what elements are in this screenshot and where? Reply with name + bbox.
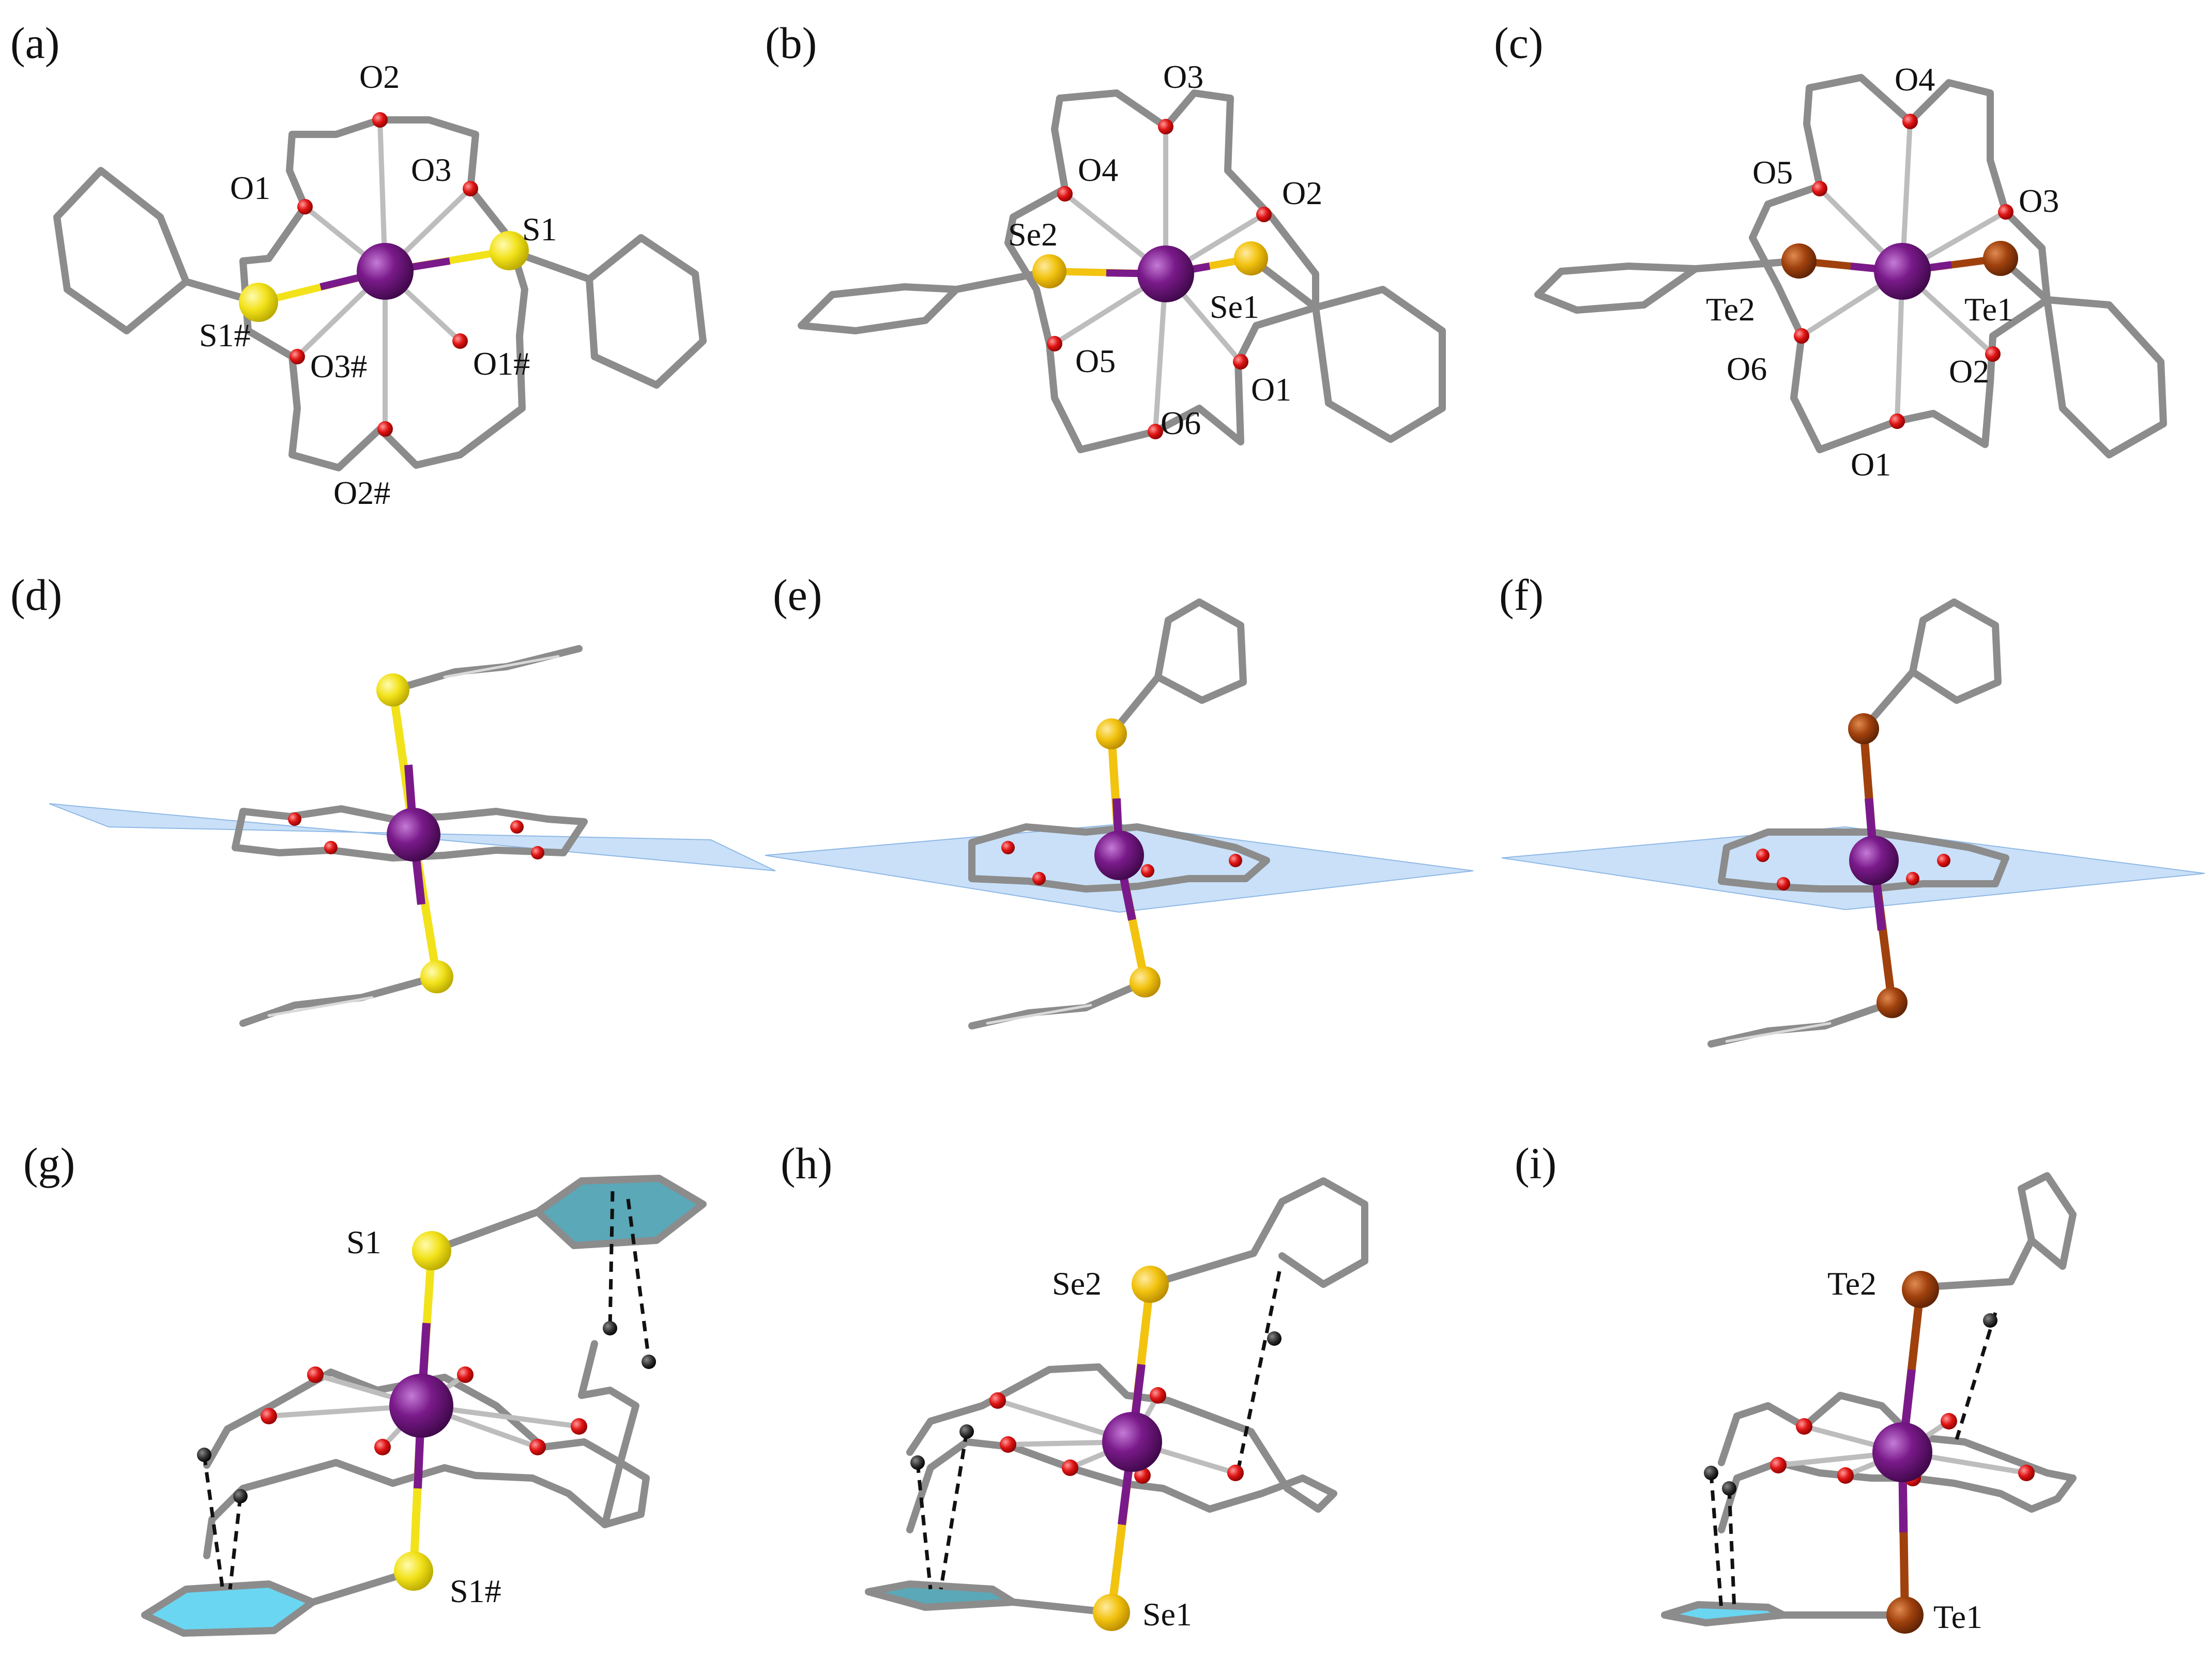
panel-h-tag: (h)	[781, 1139, 832, 1188]
label-Se2: Se2	[1008, 216, 1058, 253]
label-O6: O6	[1727, 350, 1767, 387]
panel-i-tag: (i)	[1515, 1139, 1557, 1188]
label-O2: O2	[359, 58, 400, 95]
label-Te2: Te2	[1827, 1265, 1877, 1302]
label-O6: O6	[1161, 405, 1201, 441]
label-Se1: Se1	[1142, 1596, 1192, 1633]
panel-i-labels: Te2 Te1	[1827, 1265, 1982, 1635]
label-S1: S1	[522, 211, 557, 248]
panel-f-tag: (f)	[1499, 570, 1544, 620]
label-O1: O1	[1851, 446, 1891, 483]
panel-g-labels: S1 S1#	[346, 1224, 501, 1609]
panel-e-tag: (e)	[773, 570, 822, 620]
label-O3: O3	[1163, 58, 1203, 95]
label-O3-sym: O3#	[310, 348, 367, 385]
panel-c-molecule	[1534, 74, 2167, 458]
panel-c-labels: O4 O5 O3 Te2 Te1 O6 O2 O1	[1706, 61, 2059, 483]
label-Te1: Te1	[1933, 1598, 1982, 1635]
label-Se1: Se1	[1210, 288, 1259, 325]
label-Te1: Te1	[1964, 291, 2013, 328]
panel-f-molecule	[1501, 598, 2205, 1048]
label-O1: O1	[1251, 371, 1291, 408]
panel-i-molecule	[1661, 1172, 2077, 1634]
label-O5: O5	[1752, 154, 1793, 191]
panel-d-tag: (d)	[10, 570, 62, 620]
panel-h-molecule	[865, 1177, 1368, 1631]
label-O1-sym: O1#	[473, 345, 530, 382]
panel-g-tag: (g)	[23, 1139, 75, 1188]
panel-d-molecule	[49, 645, 776, 1027]
panel-g-molecule	[141, 1175, 707, 1637]
label-O2: O2	[1282, 175, 1322, 211]
panel-b-molecule	[798, 89, 1446, 453]
label-O2-sym: O2#	[333, 474, 390, 511]
label-S1-sym: S1#	[450, 1573, 501, 1609]
panel-a-tag: (a)	[10, 18, 59, 68]
label-O2: O2	[1949, 353, 1989, 390]
label-O3: O3	[411, 151, 451, 188]
label-O3: O3	[2019, 182, 2059, 219]
panel-a-molecule	[53, 112, 707, 471]
label-O5: O5	[1075, 343, 1116, 379]
panel-b-tag: (b)	[765, 18, 817, 68]
label-O1: O1	[230, 170, 270, 206]
label-S1: S1	[346, 1224, 382, 1261]
label-Se2: Se2	[1052, 1265, 1102, 1302]
panel-a-labels: O2 O1 O3 S1 S1# O3# O1# O2#	[199, 58, 557, 511]
panel-e-molecule	[765, 598, 1474, 1029]
panel-b-labels: O3 O4 O2 Se2 Se1 O5 O1 O6	[1008, 58, 1322, 441]
panel-h-labels: Se2 Se1	[1052, 1265, 1192, 1633]
label-O4: O4	[1078, 151, 1118, 188]
panel-c-tag: (c)	[1494, 18, 1543, 68]
label-S1-sym: S1#	[199, 317, 251, 353]
label-O4: O4	[1895, 61, 1935, 98]
label-Te2: Te2	[1706, 291, 1755, 328]
